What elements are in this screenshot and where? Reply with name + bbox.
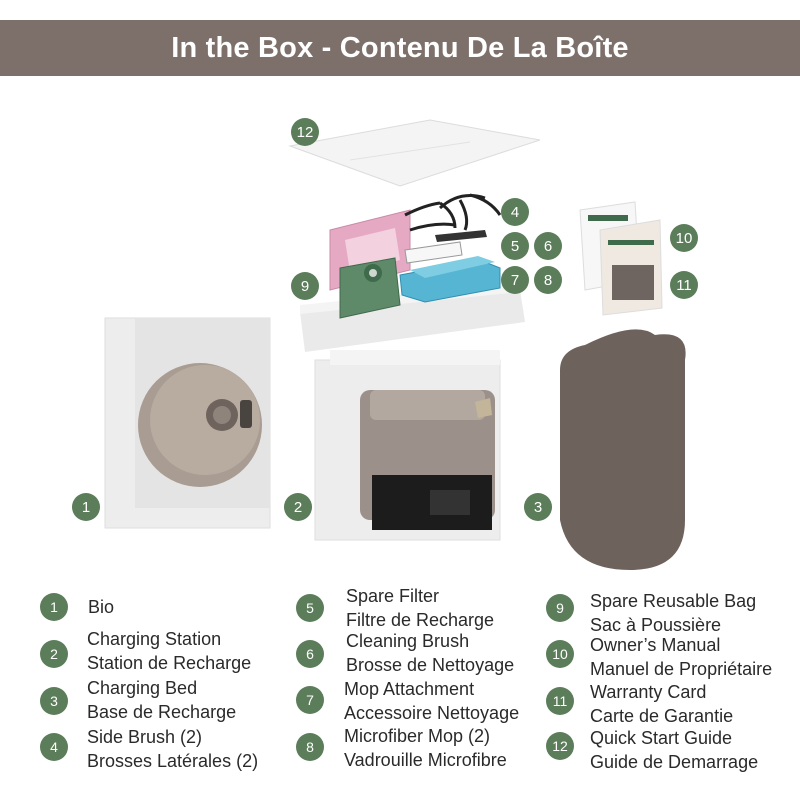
legend-label-fr: Filtre de Recharge	[346, 610, 495, 630]
legend-label-fr: Manuel de Propriétaire	[590, 659, 773, 679]
callout-badge-12: 12	[291, 118, 319, 146]
legend-badge: 11	[546, 687, 574, 715]
legend-badge: 8	[296, 733, 324, 761]
legend-badge: 5	[296, 594, 324, 622]
callout-badge-2: 2	[284, 493, 312, 521]
title-banner: In the Box - Contenu De La Boîte	[0, 20, 800, 76]
legend-badge: 4	[40, 733, 68, 761]
legend-label-en: Owner’s Manual	[590, 635, 721, 655]
charging-bed-drawing	[560, 329, 686, 570]
legend-badge: 2	[40, 640, 68, 668]
legend-label-en: Spare Reusable Bag	[590, 591, 757, 611]
legend-label-fr: Base de Recharge	[87, 702, 237, 722]
legend-badge: 10	[546, 640, 574, 668]
cleaning-brush-drawing	[435, 230, 487, 242]
exploded-view-drawing	[104, 119, 686, 570]
legend-badge: 6	[296, 640, 324, 668]
legend-label-en: Charging Station	[87, 629, 222, 649]
legend-badge: 3	[40, 687, 68, 715]
legend-label-en: Quick Start Guide	[590, 728, 733, 748]
side-brush-drawing	[404, 201, 457, 232]
quick-start-sheet	[288, 119, 541, 187]
legend-label-en: Side Brush (2)	[87, 727, 203, 747]
callout-badge-8: 8	[534, 266, 562, 294]
accessory-tray	[300, 290, 525, 352]
legend-badge: 9	[546, 594, 574, 622]
legend-label-en: Mop Attachment	[344, 679, 475, 699]
callout-badge-1: 1	[72, 493, 100, 521]
legend-label-fr: Accessoire Nettoyage	[344, 703, 520, 723]
legend-badge: 7	[296, 686, 324, 714]
legend-label-en: Cleaning Brush	[346, 631, 470, 651]
callout-badge-9: 9	[291, 272, 319, 300]
legend-label-fr: Sac à Poussière	[590, 615, 722, 635]
page-title: In the Box - Contenu De La Boîte	[171, 31, 629, 64]
callout-badge-11: 11	[670, 271, 698, 299]
legend-label-fr: Vadrouille Microfibre	[344, 750, 507, 770]
legend-label-en: Charging Bed	[87, 678, 198, 698]
product-illustration: 12 4 5 6 7 8 9 10 11 1 2 3	[0, 90, 800, 570]
callout-badge-3: 3	[524, 493, 552, 521]
legend-label-fr: Guide de Demarrage	[590, 752, 759, 772]
legend-label-en: Warranty Card	[590, 682, 707, 702]
legend-label-fr: Station de Recharge	[87, 653, 252, 673]
legend-badge: 12	[546, 732, 574, 760]
callout-badge-6: 6	[534, 232, 562, 260]
reusable-bag-drawing	[339, 257, 401, 319]
filter-drawing	[404, 241, 463, 264]
legend-badge: 1	[40, 593, 68, 621]
callout-badge-5: 5	[501, 232, 529, 260]
legend-label-en: Bio	[88, 597, 115, 617]
legend-label-fr: Brosses Latérales (2)	[87, 751, 259, 771]
legend-label-en: Spare Filter	[346, 586, 440, 606]
callout-badge-7: 7	[501, 266, 529, 294]
callout-badge-10: 10	[670, 224, 698, 252]
legend-label-en: Microfiber Mop (2)	[344, 726, 491, 746]
legend-label-fr: Carte de Garantie	[590, 706, 734, 726]
legend-label-fr: Brosse de Nettoyage	[346, 655, 515, 675]
callout-badge-4: 4	[501, 198, 529, 226]
